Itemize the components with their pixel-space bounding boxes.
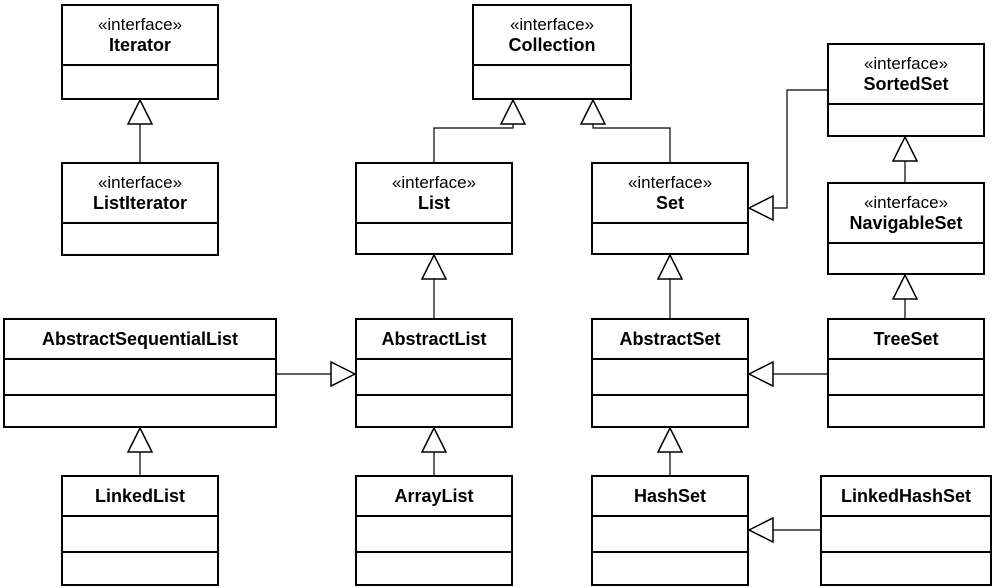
class-header: TreeSet [829, 320, 983, 360]
class-header: «interface» SortedSet [829, 45, 983, 105]
class-header: HashSet [593, 477, 747, 517]
class-box-abstractsequentiallist[interactable]: AbstractSequentialList [3, 318, 277, 428]
class-name: AbstractSequentialList [41, 329, 239, 349]
class-name: TreeSet [873, 329, 939, 349]
class-operations [357, 396, 511, 426]
class-operations [593, 553, 747, 584]
class-header: «interface» List [357, 164, 511, 224]
class-attributes [593, 517, 747, 553]
class-name: Iterator [108, 34, 171, 55]
class-header: «interface» Collection [474, 6, 630, 66]
generalization-arrowhead [330, 360, 357, 388]
class-header: «interface» NavigableSet [829, 184, 983, 244]
class-attributes [593, 360, 747, 396]
class-operations [357, 553, 511, 584]
stereotype-label: «interface» [863, 53, 949, 73]
class-operations [593, 396, 747, 426]
class-box-hashset[interactable]: HashSet [591, 475, 749, 586]
generalization-arrowhead [747, 360, 774, 388]
stereotype-label: «interface» [97, 14, 183, 34]
generalization-arrowhead [126, 426, 154, 453]
generalization-arrowhead [891, 273, 919, 300]
class-header: LinkedList [63, 477, 217, 517]
generalization-arrowhead [126, 98, 154, 125]
class-box-abstractset[interactable]: AbstractSet [591, 318, 749, 428]
rel-set-collection [592, 124, 671, 162]
class-box-sortedset[interactable]: «interface» SortedSet [827, 43, 985, 137]
class-name: ArrayList [394, 486, 474, 506]
stereotype-label: «interface» [509, 14, 595, 34]
class-header: AbstractList [357, 320, 511, 360]
generalization-arrowhead [420, 253, 448, 280]
class-box-collection[interactable]: «interface» Collection [472, 4, 632, 100]
class-operations [822, 553, 990, 584]
class-box-listiterator[interactable]: «interface» ListIterator [61, 162, 219, 256]
class-attributes [829, 360, 983, 396]
class-members [357, 224, 511, 253]
stereotype-label: «interface» [863, 192, 949, 212]
class-header: «interface» ListIterator [63, 164, 217, 224]
generalization-arrowhead [579, 98, 607, 125]
generalization-arrowhead [891, 135, 919, 162]
class-header: «interface» Set [593, 164, 747, 224]
stereotype-label: «interface» [97, 172, 183, 192]
generalization-arrowhead [656, 253, 684, 280]
rel-list-collection [433, 124, 514, 162]
class-members [829, 244, 983, 273]
stereotype-label: «interface» [391, 172, 477, 192]
class-box-abstractlist[interactable]: AbstractList [355, 318, 513, 428]
generalization-arrowhead [656, 426, 684, 453]
class-header: LinkedHashSet [822, 477, 990, 517]
class-name: AbstractList [381, 329, 487, 349]
class-attributes [5, 360, 275, 396]
class-header: «interface» Iterator [63, 6, 217, 66]
class-name: AbstractSet [619, 329, 721, 349]
class-name: Collection [508, 34, 596, 55]
class-members [63, 66, 217, 98]
class-header: AbstractSet [593, 320, 747, 360]
class-header: AbstractSequentialList [5, 320, 275, 360]
class-name: ListIterator [92, 192, 188, 213]
generalization-arrowhead [747, 516, 774, 544]
class-box-treeset[interactable]: TreeSet [827, 318, 985, 428]
class-members [63, 224, 217, 254]
class-attributes [357, 360, 511, 396]
class-box-arraylist[interactable]: ArrayList [355, 475, 513, 586]
class-box-set[interactable]: «interface» Set [591, 162, 749, 255]
class-attributes [357, 517, 511, 553]
class-box-list[interactable]: «interface» List [355, 162, 513, 255]
class-operations [829, 396, 983, 426]
class-name: SortedSet [863, 73, 949, 94]
stereotype-label: «interface» [627, 172, 713, 192]
class-name: LinkedList [94, 486, 185, 506]
class-members [829, 105, 983, 135]
generalization-arrowhead [420, 426, 448, 453]
class-name: Set [655, 192, 684, 213]
class-attributes [63, 517, 217, 553]
class-header: ArrayList [357, 477, 511, 517]
class-box-linkedhashset[interactable]: LinkedHashSet [820, 475, 992, 586]
class-operations [63, 553, 217, 584]
class-name: NavigableSet [849, 212, 963, 233]
class-attributes [822, 517, 990, 553]
class-name: HashSet [633, 486, 707, 506]
generalization-arrowhead [747, 194, 774, 222]
class-operations [5, 396, 275, 426]
generalization-arrowhead [499, 98, 527, 125]
class-box-linkedlist[interactable]: LinkedList [61, 475, 219, 586]
class-box-iterator[interactable]: «interface» Iterator [61, 4, 219, 100]
rel-sortedset-set [773, 89, 827, 209]
class-box-navigableset[interactable]: «interface» NavigableSet [827, 182, 985, 275]
class-members [593, 224, 747, 253]
class-members [474, 66, 630, 98]
class-name: List [417, 192, 450, 213]
class-name: LinkedHashSet [840, 486, 972, 506]
